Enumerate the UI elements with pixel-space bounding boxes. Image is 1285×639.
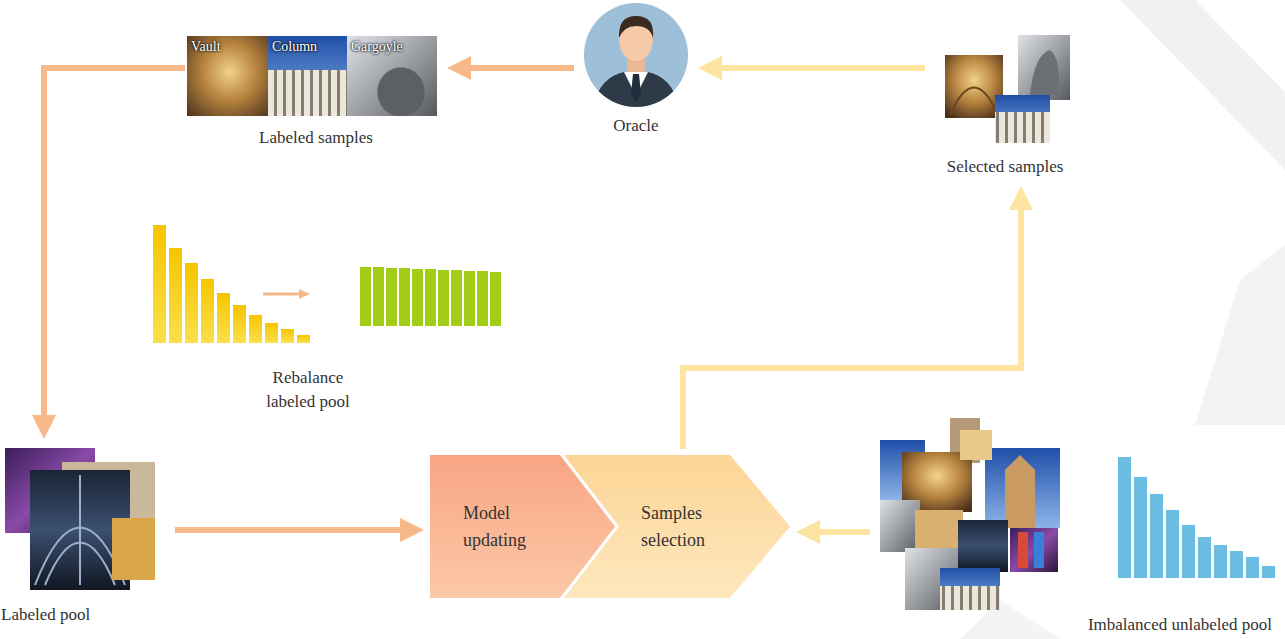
- oracle-icon: Oracle: [580, 3, 692, 139]
- image-group: Labeled pool: [1, 445, 169, 627]
- sample-image: Gargoyle: [347, 36, 437, 116]
- flow-arrow: [44, 68, 185, 433]
- process-label: Model updating: [463, 500, 573, 554]
- process-chevron: Model updating: [430, 455, 585, 598]
- sample-image: Vault: [187, 36, 272, 116]
- sample-image: Column: [268, 36, 352, 116]
- image-group: Imbalanced unlabeled pool: [876, 415, 1284, 637]
- caption: Imbalanced unlabeled pool: [876, 615, 1272, 635]
- caption: Selected samples: [931, 157, 1079, 177]
- image-tag: Vault: [187, 36, 272, 57]
- flow-arrow: [453, 65, 574, 71]
- process-chevron: Samples selection: [585, 455, 790, 598]
- flow-arrow: [704, 65, 925, 71]
- image-tag: Gargoyle: [347, 36, 437, 57]
- chevron-outline: [430, 455, 585, 598]
- caption: Labeled pool: [1, 605, 169, 625]
- step-label: Rebalance labeled pool: [253, 366, 363, 414]
- image-group: Labeled samplesVaultColumnGargoyle: [191, 36, 441, 148]
- process-label: Samples selection: [641, 500, 741, 554]
- image-group: Selected samples: [931, 35, 1079, 180]
- image-tag: Column: [268, 36, 352, 57]
- caption: Labeled samples: [191, 128, 441, 148]
- caption: Oracle: [580, 116, 692, 136]
- chevron-outline: [585, 455, 790, 598]
- flow-arrow: [683, 192, 1021, 449]
- flow-arrow: [802, 529, 870, 535]
- flow-arrow: [175, 527, 418, 533]
